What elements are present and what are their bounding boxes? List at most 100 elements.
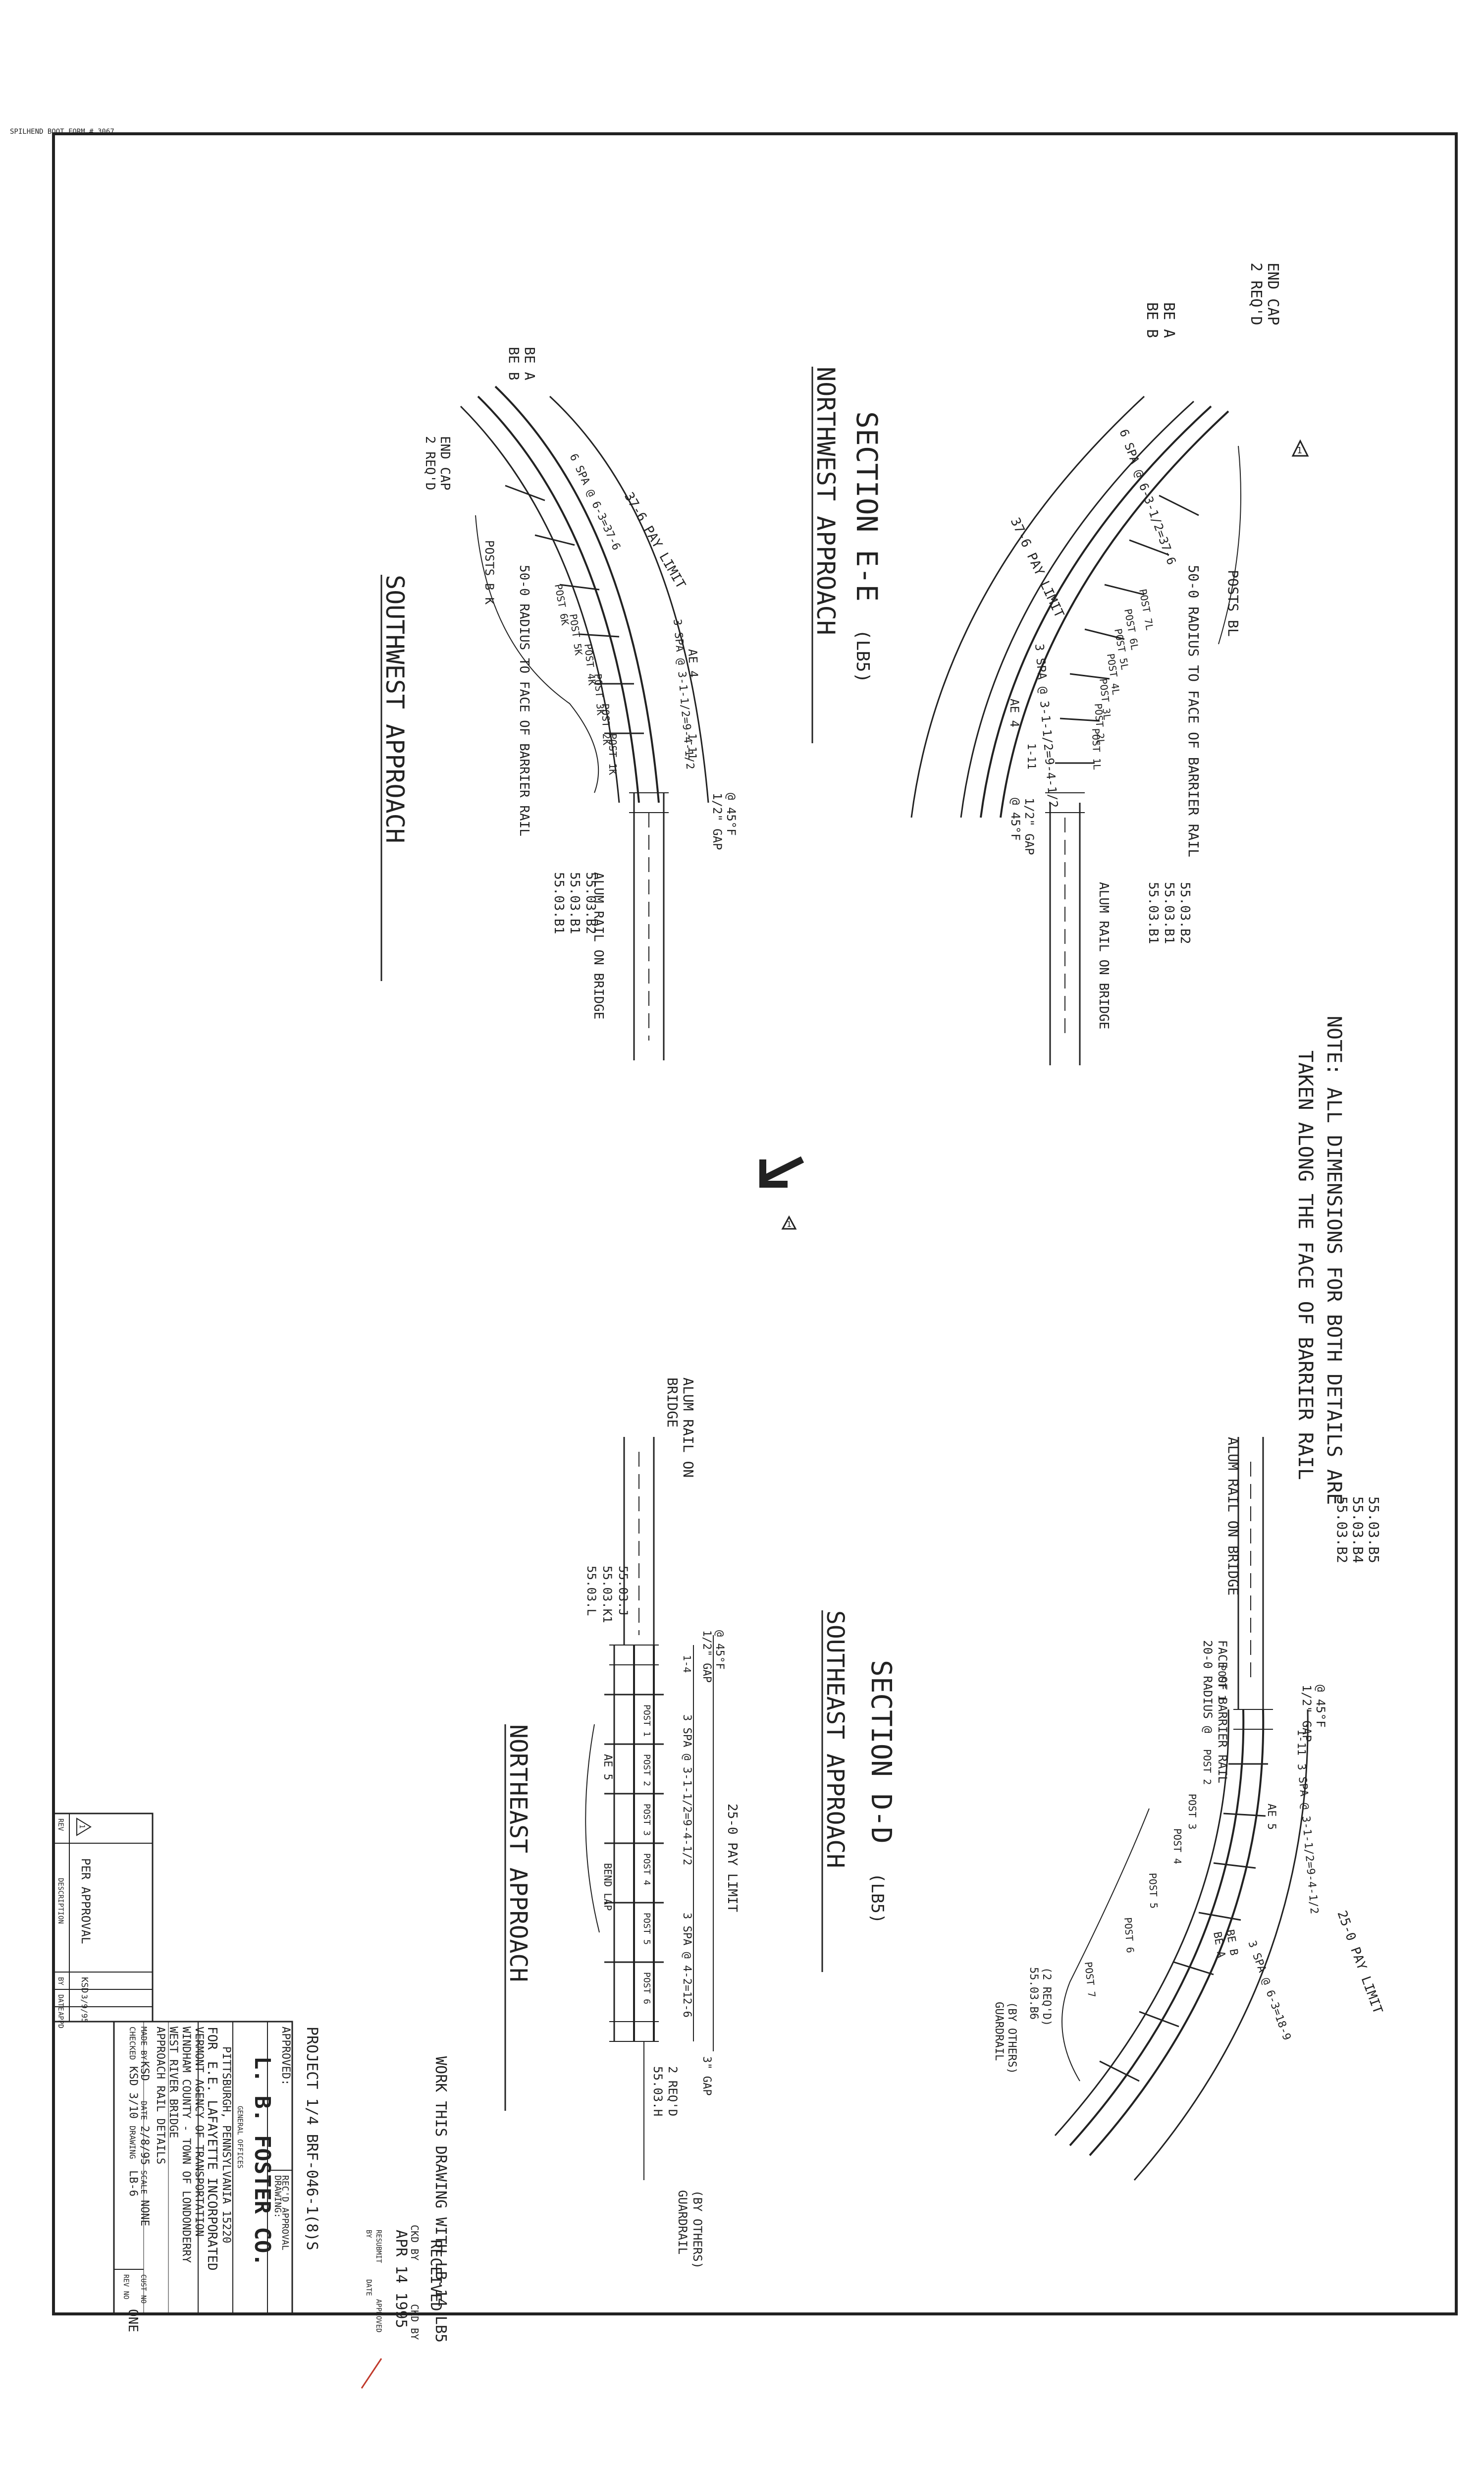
svg-text:POST 4: POST 4: [641, 1853, 652, 1885]
svg-text:@ 45°F: @ 45°F: [724, 793, 738, 836]
svg-text:POST 3K: POST 3K: [592, 673, 607, 716]
svg-text:55.03.B2: 55.03.B2: [583, 872, 598, 934]
svg-text:(BY OTHERS): (BY OTHERS): [690, 2190, 704, 2269]
svg-text:PITTSBURGH, PENNSYLVANIA 15220: PITTSBURGH, PENNSYLVANIA 15220: [220, 2046, 232, 2243]
svg-text:POST 6: POST 6: [1122, 1917, 1136, 1954]
svg-text:APPROVED: APPROVED: [374, 2299, 382, 2332]
svg-text:APPROACH RAIL DETAILS: APPROACH RAIL DETAILS: [154, 2027, 166, 2164]
svg-text:POST 2K: POST 2K: [599, 703, 613, 745]
svg-text:55.03.B6: 55.03.B6: [1027, 1967, 1040, 2020]
svg-text:POST 5: POST 5: [1147, 1872, 1160, 1909]
svg-text:3 SPA @ 4-2=12-6: 3 SPA @ 4-2=12-6: [681, 1913, 693, 2018]
svg-text:CKD BY: CKD BY: [409, 2304, 421, 2340]
svg-text:REC'D APPROVAL: REC'D APPROVAL: [280, 2175, 290, 2251]
svg-text:1: 1: [78, 1824, 86, 1828]
svg-text:WEST RIVER BRIDGE: WEST RIVER BRIDGE: [167, 2027, 179, 2138]
svg-text:1/2" GAP: 1/2" GAP: [700, 1630, 713, 1683]
title-block: PROJECT 1/4 BRF-046-1(8)S APPROVED: REC'…: [113, 2021, 320, 2332]
svg-text:CHECKED: CHECKED: [128, 2027, 137, 2060]
svg-text:25-0 PAY LIMIT: 25-0 PAY LIMIT: [725, 1804, 740, 1912]
svg-text:ALUM RAIL ON BRIDGE: ALUM RAIL ON BRIDGE: [1096, 882, 1111, 1029]
svg-text:END CAP: END CAP: [437, 436, 452, 491]
svg-text:GENERAL OFFICES: GENERAL OFFICES: [236, 2106, 244, 2168]
north-arrow-icon: 1: [759, 1156, 804, 1230]
svg-text:DATE: DATE: [365, 2279, 372, 2296]
svg-text:DRAWING: DRAWING: [128, 2126, 137, 2159]
svg-text:3" GAP: 3" GAP: [700, 2056, 713, 2095]
svg-text:55.03.B1: 55.03.B1: [1162, 882, 1176, 944]
svg-text:55.03.B2: 55.03.B2: [1177, 882, 1192, 944]
svg-text:REV: REV: [56, 1818, 64, 1831]
svg-text:55.03.B1: 55.03.B1: [1146, 882, 1161, 944]
svg-text:GUARDRAIL: GUARDRAIL: [993, 2002, 1005, 2061]
svg-text:1-11: 1-11: [686, 733, 698, 760]
svg-text:KSD 3/10: KSD 3/10: [127, 2066, 139, 2119]
svg-text:KSD: KSD: [138, 2061, 151, 2081]
northeast-approach-detail: ALUM RAIL ON BRIDGE 55.03.J 55.03.K1 55.…: [504, 1377, 740, 2269]
nw-radius-note: 50-0 RADIUS TO FACE OF BARRIER RAIL: [1185, 565, 1202, 857]
svg-text:APPROVED:: APPROVED:: [279, 2027, 292, 2086]
svg-text:MADE BY: MADE BY: [139, 2027, 149, 2060]
note-line-2: TAKEN ALONG THE FACE OF BARRIER RAIL: [1294, 1050, 1317, 1480]
svg-text:DRAWING:: DRAWING:: [272, 2175, 283, 2218]
svg-text:55.03.B2: 55.03.B2: [1334, 1496, 1350, 1563]
svg-text:1/2" GAP: 1/2" GAP: [1300, 1685, 1314, 1742]
svg-text:AE 4: AE 4: [1007, 699, 1021, 727]
svg-text:ALUM RAIL ON: ALUM RAIL ON: [680, 1377, 696, 1478]
svg-text:APPD: APPD: [56, 2012, 64, 2029]
sw-radius-note: 50-0 RADIUS TO FACE OF BARRIER RAIL: [517, 565, 531, 836]
svg-text:POST 2: POST 2: [641, 1754, 652, 1786]
svg-text:BE A: BE A: [1160, 302, 1177, 338]
svg-text:NONE: NONE: [138, 2200, 151, 2226]
svg-text:POST 6: POST 6: [641, 1972, 652, 2004]
work-note: WORK THIS DRAWING WITH LB-14 LB5: [432, 2056, 449, 2343]
svg-text:1/2" GAP: 1/2" GAP: [1022, 798, 1036, 855]
svg-text:POST 4: POST 4: [1171, 1828, 1183, 1864]
svg-text:BEND LAP: BEND LAP: [602, 1863, 614, 1911]
section-ee-title: SECTION E-E: [850, 411, 884, 602]
svg-text:POST 1: POST 1: [1216, 1665, 1228, 1701]
svg-text:POST 5: POST 5: [641, 1913, 652, 1945]
general-note: NOTE: ALL DIMENSIONS FOR BOTH DETAILS AR…: [1294, 1016, 1345, 1505]
svg-text:KSD: KSD: [79, 1977, 90, 1993]
svg-text:BE B: BE B: [506, 347, 522, 380]
svg-text:POST 2: POST 2: [1201, 1749, 1213, 1785]
svg-text:BE A: BE A: [522, 347, 538, 381]
svg-text:BE B: BE B: [1143, 302, 1161, 338]
svg-text:FOR: FOR: [205, 2027, 219, 2050]
svg-text:1-11: 1-11: [1295, 1729, 1307, 1756]
svg-text:AE 4: AE 4: [686, 649, 700, 678]
svg-text:55.03.J: 55.03.J: [616, 1566, 630, 1616]
southeast-approach-title: SOUTHEAST APPROACH: [821, 1610, 849, 1868]
svg-text:BY: BY: [365, 2230, 372, 2238]
revision-block: REV DESCRIPTION BY DATE APPD 1 PER APPRO…: [53, 1812, 154, 2029]
svg-text:1/2" GAP: 1/2" GAP: [710, 793, 724, 850]
southwest-approach-title: SOUTHWEST APPROACH: [380, 575, 409, 843]
svg-text:2 REQ'D: 2 REQ'D: [666, 2066, 680, 2116]
svg-text:FACE OF BARRIER RAIL: FACE OF BARRIER RAIL: [1216, 1640, 1229, 1783]
svg-text:(2 REQ'D): (2 REQ'D): [1040, 1967, 1053, 2026]
svg-text:AE 5: AE 5: [601, 1754, 614, 1780]
svg-text:VERMONT AGENCY OF TRANSPORTATI: VERMONT AGENCY OF TRANSPORTATION: [193, 2027, 205, 2237]
delta-icon: 1: [1291, 439, 1309, 457]
svg-text:ALUM RAIL ON BRIDGE: ALUM RAIL ON BRIDGE: [1225, 1437, 1241, 1595]
svg-text:1-4: 1-4: [681, 1655, 693, 1673]
svg-text:CUST NO: CUST NO: [139, 2274, 147, 2304]
svg-text:2 REQ'D: 2 REQ'D: [423, 436, 437, 491]
northwest-approach-title: NORTHWEST APPROACH: [811, 367, 840, 635]
svg-text:E.E. LAFAYETTE INCORPORATED: E.E. LAFAYETTE INCORPORATED: [205, 2061, 219, 2271]
svg-text:@ 45°F: @ 45°F: [1314, 1685, 1327, 1728]
svg-text:PER APPROVAL: PER APPROVAL: [79, 1858, 93, 1944]
svg-text:55.03.B1: 55.03.B1: [567, 872, 582, 934]
northeast-approach-title: NORTHEAST APPROACH: [504, 1724, 532, 1982]
svg-text:CKD BY: CKD BY: [409, 2225, 421, 2260]
svg-text:POSTS B K: POSTS B K: [482, 540, 496, 605]
svg-text:3 SPA @ 3-1-1/2=9-4-1/2: 3 SPA @ 3-1-1/2=9-4-1/2: [681, 1714, 693, 1866]
svg-text:@ 45°F: @ 45°F: [713, 1630, 726, 1669]
drawing-number: LB-6: [127, 2170, 139, 2196]
svg-text:POST 1K: POST 1K: [607, 733, 619, 775]
svg-text:DESCRIPTION: DESCRIPTION: [56, 1878, 64, 1924]
sheet-border: [52, 132, 1458, 2315]
se-post-labels: POST 1 POST 2 POST 3 POST 4 POST 5 POST …: [1082, 1665, 1228, 1998]
